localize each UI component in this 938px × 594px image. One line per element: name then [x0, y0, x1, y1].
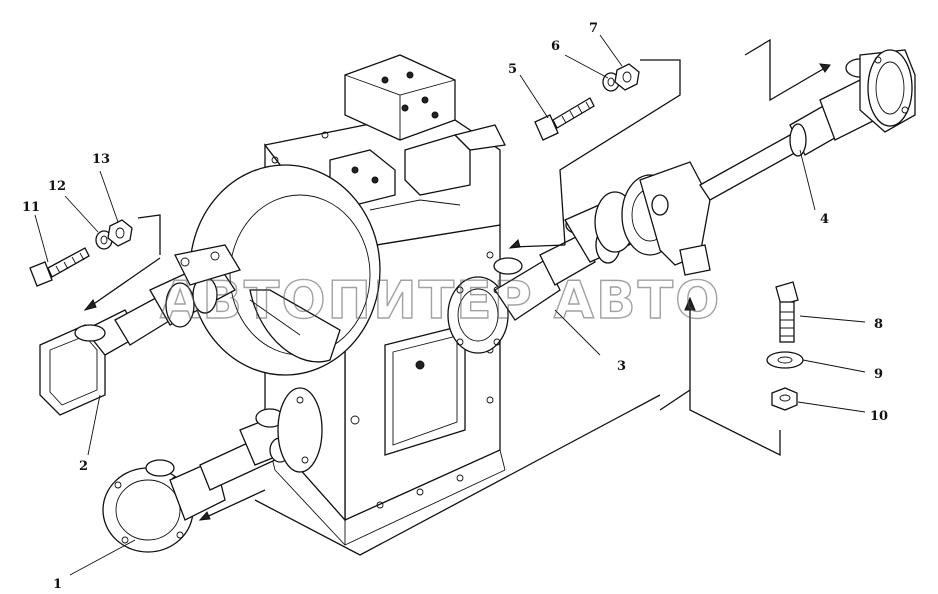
- callout-5: 5: [508, 62, 517, 77]
- callout-4: 4: [820, 212, 829, 227]
- callout-13: 13: [92, 152, 110, 167]
- callout-2: 2: [79, 459, 88, 474]
- callout-8: 8: [874, 317, 883, 332]
- bolt-11: [29, 247, 90, 287]
- callout-labels: 1 2 3 4 5 6 7 8 9 10 11 12 13: [22, 21, 888, 592]
- nut-10: [771, 387, 798, 411]
- callout-10: 10: [870, 409, 888, 424]
- cardan-shaft-1: [102, 387, 323, 553]
- washer-9: [766, 351, 804, 369]
- leader-lines: [34, 34, 866, 576]
- nut-13: [107, 219, 133, 247]
- callout-9: 9: [874, 367, 883, 382]
- bolt-5: [534, 97, 595, 141]
- bolt-8: [775, 281, 799, 343]
- assembly-lines: [83, 38, 831, 556]
- watermark: АВТОПИТЕР АВТО: [160, 271, 721, 331]
- housing-drum: [189, 164, 381, 376]
- callout-12: 12: [48, 179, 66, 194]
- cardan-shaft-4: [621, 49, 916, 276]
- callout-7: 7: [589, 21, 598, 36]
- callout-11: 11: [22, 200, 40, 215]
- callout-3: 3: [617, 359, 626, 374]
- callout-1: 1: [53, 577, 62, 592]
- nut-7: [614, 63, 640, 91]
- callout-6: 6: [551, 39, 560, 54]
- cardan-shaft-2: [39, 244, 241, 416]
